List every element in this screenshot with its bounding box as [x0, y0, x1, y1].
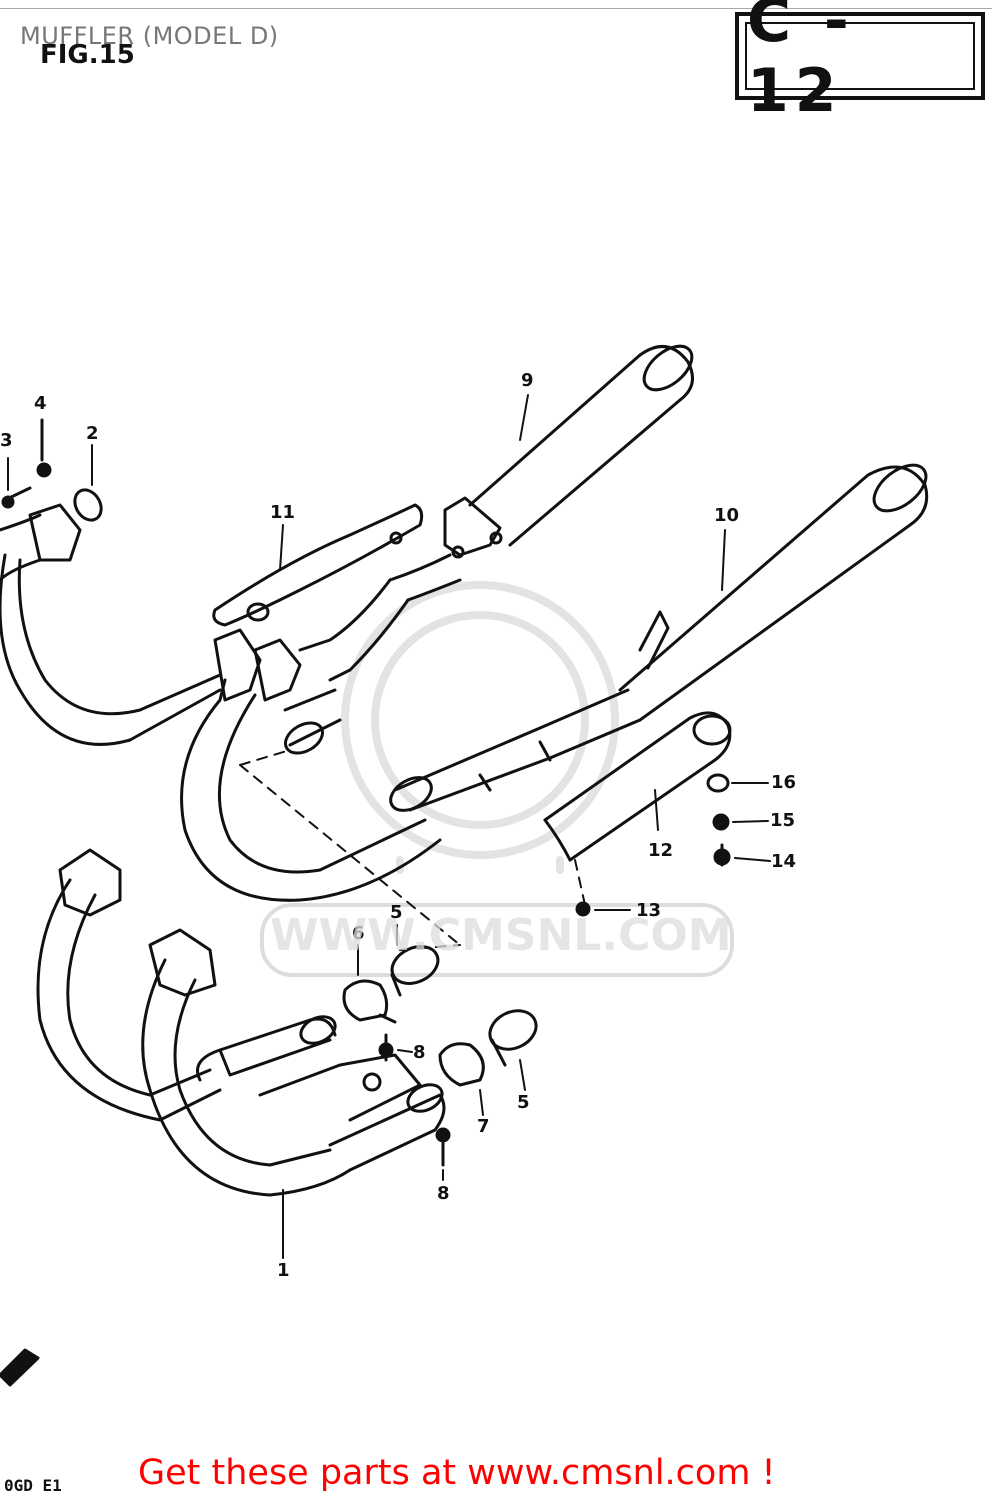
callout-15: 15 — [770, 810, 796, 831]
forward-arrow-icon — [0, 1348, 40, 1387]
model-code: 0GD E1 — [4, 1476, 62, 1495]
callout-10: 10 — [714, 505, 740, 526]
washer-16 — [706, 773, 730, 793]
figure-label: FIG.15 — [40, 40, 135, 70]
page-code: C - 12 — [747, 0, 855, 126]
watermark-text: WWW.CMSNL.COM — [270, 910, 732, 961]
muffler-10 — [618, 463, 929, 722]
sleeve-5-upper — [390, 945, 440, 997]
callout-14: 14 — [771, 851, 797, 872]
heat-shield-11 — [212, 503, 424, 627]
page-code-inner-frame: C - 12 — [745, 0, 975, 126]
callout-13: 13 — [636, 900, 662, 921]
clamp-7 — [438, 1042, 485, 1087]
callout-9: 9 — [521, 370, 534, 391]
callout-12: 12 — [648, 840, 674, 861]
collector-pipes-upper — [283, 553, 642, 812]
sleeve-5-lower — [488, 1009, 538, 1067]
screw-14 — [713, 843, 731, 867]
heat-shield-12 — [543, 711, 732, 862]
watermark-logo — [341, 581, 619, 874]
parts-cta-link[interactable]: Get these parts at www.cmsnl.com ! — [138, 1453, 776, 1493]
gasket-2 — [73, 488, 103, 522]
callout-4: 4 — [34, 393, 47, 414]
page-title: MUFFLER (MODEL D) — [20, 22, 279, 50]
nut-4 — [36, 418, 52, 478]
exhaust-pipe-upper-main — [180, 628, 442, 902]
callout-2: 2 — [86, 423, 99, 444]
bolt-13 — [575, 901, 591, 917]
callout-11: 11 — [270, 502, 296, 523]
clamp-6 — [342, 979, 397, 1024]
callout-5-upper: 5 — [390, 902, 403, 923]
callout-3: 3 — [0, 430, 13, 451]
muffler-9 — [443, 344, 694, 559]
callout-6: 6 — [352, 923, 365, 944]
bolt-3 — [1, 486, 32, 509]
exhaust-pipe-upper-left — [0, 503, 222, 746]
callout-8-lower: 8 — [437, 1183, 450, 1204]
callout-1: 1 — [277, 1260, 290, 1281]
bolt-8-lower — [435, 1127, 451, 1167]
top-rule — [0, 8, 992, 9]
callout-16: 16 — [771, 772, 797, 793]
watermark-banner — [260, 903, 734, 977]
page-code-box: C - 12 — [735, 0, 985, 126]
callout-7: 7 — [477, 1116, 490, 1137]
callout-8-upper: 8 — [413, 1042, 426, 1063]
leader-lines — [7, 394, 771, 1259]
callout-5-lower: 5 — [517, 1092, 530, 1113]
nut-15 — [712, 813, 730, 831]
bolt-8-upper — [378, 1033, 394, 1062]
exhaust-pipe-1 — [36, 848, 446, 1197]
